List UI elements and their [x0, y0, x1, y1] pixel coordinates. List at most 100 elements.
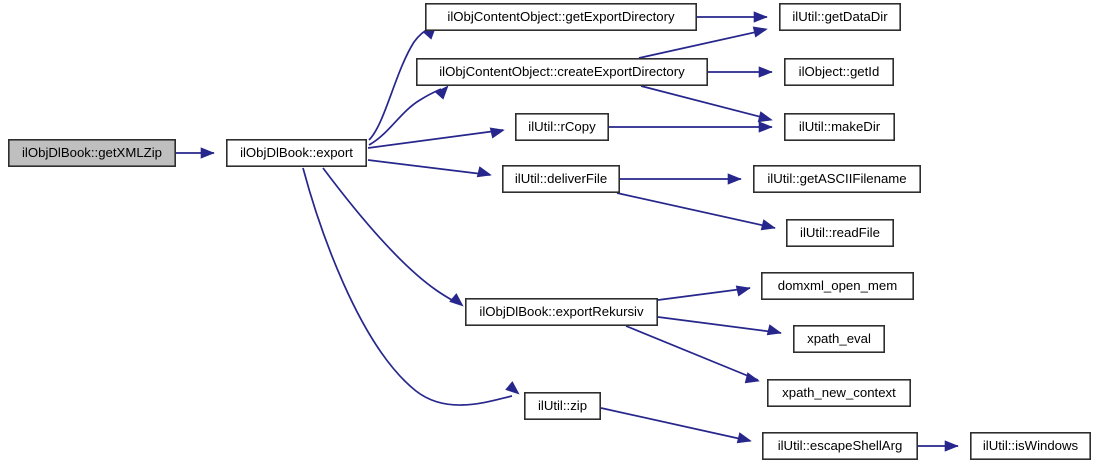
node-box[interactable] [792, 324, 885, 353]
arrowhead-icon [489, 127, 505, 139]
edge-line [638, 29, 766, 59]
node-label: ilUtil::getASCIIFilename [767, 171, 906, 186]
arrowhead-icon [735, 285, 751, 297]
edge-export-to-exportRekursiv [322, 167, 464, 307]
edge-exportRekursiv-to-xpath_eval [657, 316, 782, 336]
arrowhead-icon [753, 11, 768, 23]
node-label: ilUtil::readFile [800, 225, 880, 240]
graph-node-deliverFile[interactable]: ilUtil::deliverFile [501, 165, 620, 194]
node-box[interactable] [969, 431, 1091, 460]
graph-node-getASCIIFilename[interactable]: ilUtil::getASCIIFilename [752, 165, 921, 194]
node-box[interactable] [226, 139, 367, 168]
node-label: ilObjDlBook::exportRekursiv [479, 304, 644, 319]
arrowhead-icon [476, 166, 492, 178]
graph-node-readFile[interactable]: ilUtil::readFile [785, 219, 894, 248]
node-label: ilUtil::escapeShellArg [778, 438, 903, 453]
graph-node-exportRekursiv[interactable]: ilObjDlBook::exportRekursiv [464, 297, 658, 326]
edge-escapeShellArg-to-isWindows [918, 440, 959, 452]
edge-export-to-zip [302, 167, 520, 406]
edge-line [367, 129, 504, 149]
node-label: ilUtil::deliverFile [515, 171, 607, 186]
edge-exportRekursiv-to-domxml_open_mem [657, 285, 751, 301]
node-box[interactable] [8, 139, 176, 168]
graph-node-isWindows[interactable]: ilUtil::isWindows [969, 431, 1091, 460]
graph-node-getDataDir[interactable]: ilUtil::getDataDir [778, 2, 901, 31]
arrowhead-icon [758, 121, 773, 133]
arrowhead-icon [434, 85, 449, 100]
node-box[interactable] [752, 165, 921, 194]
edge-export-to-rCopy [367, 127, 505, 149]
node-label: ilUtil::zip [538, 398, 587, 413]
node-box[interactable] [783, 57, 894, 86]
graph-node-domxml_open_mem[interactable]: domxml_open_mem [760, 271, 914, 300]
arrowhead-icon [736, 432, 752, 444]
edge-export-to-deliverFile [367, 159, 492, 178]
node-label: xpath_eval [807, 331, 871, 346]
node-label: ilObjContentObject::getExportDirectory [447, 9, 675, 24]
node-box[interactable] [501, 165, 620, 194]
edge-line [657, 287, 751, 301]
arrowhead-icon [744, 372, 760, 384]
edge-line [657, 316, 782, 334]
arrowhead-icon [449, 293, 464, 307]
node-label: ilObjDlBook::getXMLZip [22, 145, 162, 160]
edge-deliverFile-to-readFile [616, 192, 776, 231]
node-box[interactable] [761, 431, 918, 460]
edge-deliverFile-to-getASCIIFilename [620, 173, 742, 185]
edge-zip-to-escapeShellArg [600, 407, 752, 444]
edge-getXMLZip-to-export [176, 147, 215, 159]
node-label: ilObject::getId [799, 64, 880, 79]
edge-exportRekursiv-to-xpath_new_context [625, 325, 760, 384]
edge-line [322, 167, 458, 304]
node-box[interactable] [783, 113, 895, 142]
node-box[interactable] [760, 271, 914, 300]
arrowhead-icon [727, 173, 742, 185]
node-box[interactable] [514, 113, 609, 142]
edge-getExportDirectory-to-getDataDir [697, 11, 768, 23]
graph-node-escapeShellArg[interactable]: ilUtil::escapeShellArg [761, 431, 918, 460]
edge-line [302, 167, 513, 406]
graph-node-export[interactable]: ilObjDlBook::export [226, 139, 367, 168]
graph-node-getXMLZip[interactable]: ilObjDlBook::getXMLZip [8, 139, 176, 168]
arrowhead-icon [944, 440, 959, 452]
edge-createExportDirectory-to-makeDir [640, 85, 773, 123]
node-box[interactable] [766, 378, 911, 407]
graph-node-rCopy[interactable]: ilUtil::rCopy [514, 113, 609, 142]
edge-createExportDirectory-to-getId [708, 66, 773, 78]
edge-createExportDirectory-to-getDataDir [638, 26, 768, 59]
node-label: ilUtil::rCopy [528, 119, 596, 134]
node-box[interactable] [523, 391, 601, 420]
node-box[interactable] [415, 57, 708, 86]
node-box[interactable] [424, 2, 697, 31]
graph-node-getId[interactable]: ilObject::getId [783, 57, 894, 86]
node-label: ilUtil::getDataDir [792, 9, 888, 24]
edge-line [640, 85, 766, 119]
graph-node-xpath_new_context[interactable]: xpath_new_context [766, 378, 911, 407]
node-label: ilObjDlBook::export [240, 145, 353, 160]
node-box[interactable] [778, 2, 901, 31]
graph-node-xpath_eval[interactable]: xpath_eval [792, 324, 885, 353]
node-label: ilObjContentObject::createExportDirector… [439, 64, 685, 79]
graph-node-zip[interactable]: ilUtil::zip [523, 391, 601, 420]
graph-node-makeDir[interactable]: ilUtil::makeDir [783, 113, 895, 142]
edge-export-to-createExportDirectory [368, 85, 449, 146]
arrowhead-icon [200, 147, 215, 159]
graph-node-createExportDirectory[interactable]: ilObjContentObject::createExportDirector… [415, 57, 708, 86]
arrowhead-icon [752, 26, 768, 38]
node-label: xpath_new_context [782, 385, 896, 400]
edge-line [600, 407, 751, 442]
edges-layer [176, 11, 959, 452]
arrowhead-icon [758, 66, 773, 78]
node-box[interactable] [785, 219, 894, 248]
edge-line [616, 192, 776, 229]
node-label: domxml_open_mem [778, 278, 897, 293]
graph-node-getExportDirectory[interactable]: ilObjContentObject::getExportDirectory [424, 2, 697, 31]
node-label: ilUtil::makeDir [799, 119, 881, 134]
node-box[interactable] [464, 297, 658, 326]
arrowhead-icon [757, 111, 773, 123]
arrowhead-icon [766, 324, 782, 336]
edge-line [368, 88, 442, 146]
